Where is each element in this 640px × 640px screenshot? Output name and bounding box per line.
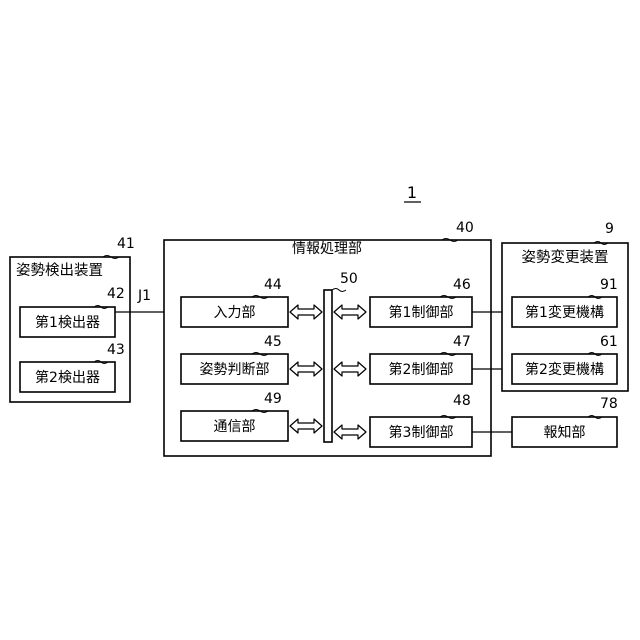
changer1-label: 第1変更機構 xyxy=(525,304,604,321)
ctrl2-label: 第2制御部 xyxy=(389,361,454,378)
detector2-ref: 43 xyxy=(107,342,125,358)
ctrl2-ref: 47 xyxy=(453,334,471,350)
ctrl3-ref: 48 xyxy=(453,393,471,409)
ctrl1-ref: 46 xyxy=(453,277,471,293)
detector1-ref: 42 xyxy=(107,286,125,302)
connection-j1-label: J1 xyxy=(137,288,151,304)
changer1-ref: 91 xyxy=(600,277,618,293)
notifier-label: 報知部 xyxy=(544,424,586,441)
comm-unit-ref: 49 xyxy=(264,391,282,407)
bus-ref: 50 xyxy=(340,271,358,287)
detector-device-label: 姿勢検出装置 xyxy=(16,262,103,279)
ctrl3-label: 第3制御部 xyxy=(389,424,454,441)
posture-changer-ref: 9 xyxy=(605,221,614,237)
figure-number: 1 xyxy=(407,183,417,202)
input-unit-ref: 44 xyxy=(264,277,282,293)
input-unit-label: 入力部 xyxy=(214,305,256,321)
posture-changer-label: 姿勢変更装置 xyxy=(522,249,609,266)
posture-judge-label: 姿勢判断部 xyxy=(200,362,270,378)
info-processor-label: 情報処理部 xyxy=(292,241,362,257)
info-processor-ref: 40 xyxy=(456,220,474,236)
changer2-ref: 61 xyxy=(600,334,618,350)
bus-bar xyxy=(324,290,332,442)
detector1-label: 第1検出器 xyxy=(35,314,100,331)
ctrl1-label: 第1制御部 xyxy=(389,304,454,321)
comm-unit-label: 通信部 xyxy=(214,419,256,435)
changer2-label: 第2変更機構 xyxy=(525,361,604,378)
notifier-ref: 78 xyxy=(600,396,618,412)
posture-judge-ref: 45 xyxy=(264,334,282,350)
detector-device-ref: 41 xyxy=(117,236,135,252)
detector2-label: 第2検出器 xyxy=(35,369,100,386)
